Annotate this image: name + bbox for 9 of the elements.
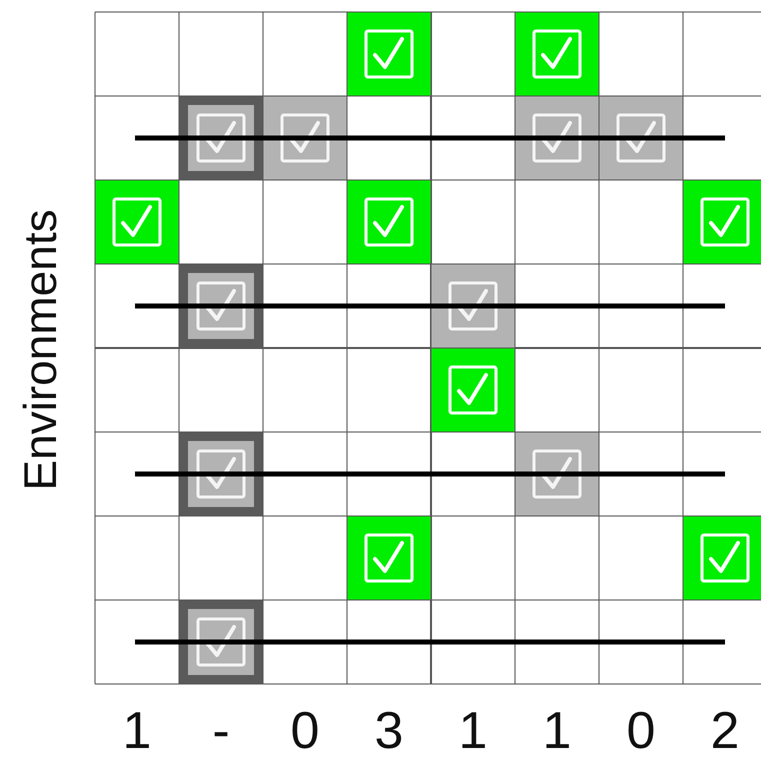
column-label: - — [212, 705, 230, 757]
column-label: 1 — [458, 705, 488, 757]
column-label: 1 — [542, 705, 572, 757]
column-label: 3 — [374, 705, 404, 757]
axis-title: Environments — [17, 209, 63, 491]
column-label: 0 — [626, 705, 656, 757]
column-label: 2 — [710, 705, 740, 757]
column-label: 0 — [290, 705, 320, 757]
column-label: 1 — [122, 705, 152, 757]
